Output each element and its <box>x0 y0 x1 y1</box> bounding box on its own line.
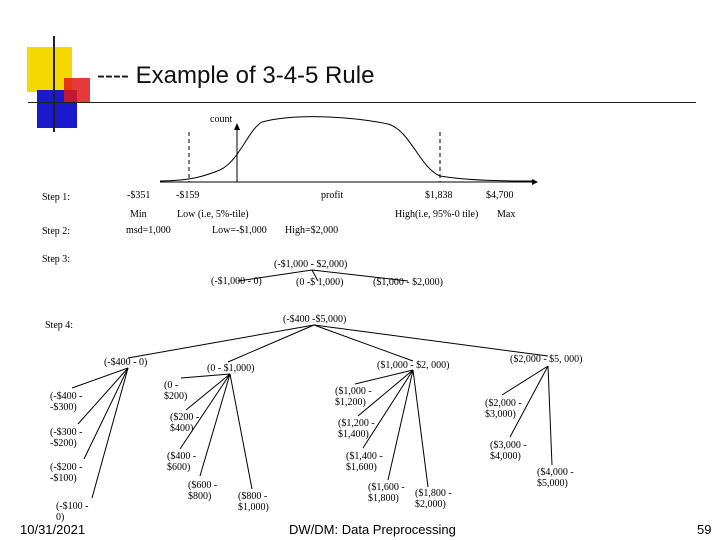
slide-footer: DW/DM: Data Preprocessing <box>289 522 456 537</box>
interval-label: (0 - $200) <box>164 380 188 402</box>
interval-label: ($4,000 - $5,000) <box>537 467 574 489</box>
step2-msd: msd=1,000 <box>126 225 171 236</box>
page-number: 59 <box>697 522 712 537</box>
step2-high: High=$2,000 <box>285 225 339 236</box>
interval-label: ($800 - $1,000) <box>238 491 269 513</box>
step3-child: (0 -$ 1,000) <box>296 277 344 288</box>
step4-group-label: (0 - $1,000) <box>207 363 255 374</box>
interval-label: (-$400 - -$300) <box>50 391 83 413</box>
count-label: count <box>210 114 233 125</box>
axis-name-min: Min <box>130 209 147 220</box>
step2-label: Step 2: <box>42 226 71 237</box>
interval-label: (-$200 - -$100) <box>50 462 83 484</box>
interval-label: ($400 - $600) <box>167 451 197 473</box>
interval-label: (-$100 - 0) <box>56 501 89 523</box>
interval-label: ($1,600 - $1,800) <box>368 482 405 504</box>
axis-name-low: Low (i.e, 5%-tile) <box>177 209 249 220</box>
axis-name-high: High(i.e, 95%-0 tile) <box>395 209 479 220</box>
axis-value-profit: profit <box>321 190 344 201</box>
decor-horizontal-line <box>28 102 696 103</box>
interval-label: ($600 - $800) <box>188 480 218 502</box>
decor-vertical-line <box>53 36 55 132</box>
step4-group-label: ($1,000 - $2, 000) <box>377 360 450 371</box>
interval-label: ($1,000 - $1,200) <box>335 386 372 408</box>
axis-value-max: $4,700 <box>486 190 514 201</box>
axis-value-high: $1,838 <box>425 190 453 201</box>
step2-low: Low=-$1,000 <box>212 225 267 236</box>
decor-red-square <box>64 78 90 102</box>
interval-label: ($1,200 - $1,400) <box>338 418 375 440</box>
step4-group-label: (-$400 - 0) <box>104 357 148 368</box>
interval-label: ($1,800 - $2,000) <box>415 488 452 510</box>
step4-label: Step 4: <box>45 320 74 331</box>
step3-root: (-$1,000 - $2,000) <box>274 259 348 270</box>
interval-label: (-$300 - -$200) <box>50 427 83 449</box>
axis-name-max: Max <box>497 209 516 220</box>
slide-title: ---- Example of 3-4-5 Rule <box>97 62 375 89</box>
step3-label: Step 3: <box>42 254 71 265</box>
step3-child: ($1,000 - $2,000) <box>373 277 443 288</box>
step4-group-label: ($2,000 - $5, 000) <box>510 354 583 365</box>
step4-root: (-$400 -$5,000) <box>283 314 347 325</box>
slide-date: 10/31/2021 <box>20 522 86 537</box>
interval-label: ($1,400 - $1,600) <box>346 451 383 473</box>
interval-label: ($200 - $400) <box>170 412 200 434</box>
axis-value-min: -$351 <box>127 190 151 201</box>
axis-value-low: -$159 <box>176 190 200 201</box>
interval-label: ($2,000 - $3,000) <box>485 398 522 420</box>
step3-child: (-$1,000 - 0) <box>211 276 262 287</box>
step1-label: Step 1: <box>42 192 71 203</box>
interval-label: ($3,000 - $4,000) <box>490 440 527 462</box>
